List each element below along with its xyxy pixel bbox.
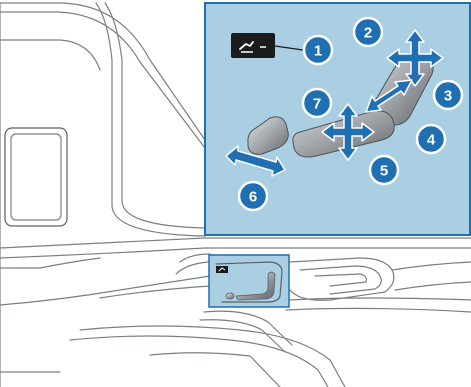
side-mirror (5, 128, 67, 226)
callout-1-label: 1 (314, 43, 322, 60)
callout-1: 1 (304, 36, 332, 64)
callout-4-label: 4 (427, 132, 436, 149)
callout-7: 7 (303, 89, 331, 117)
callout-7-label: 7 (313, 96, 321, 113)
callout-4: 4 (417, 125, 445, 153)
callout-5: 5 (370, 156, 398, 184)
callout-6: 6 (239, 182, 267, 210)
callout-3: 3 (434, 81, 462, 109)
callout-6-label: 6 (249, 189, 257, 206)
memory-button-small (216, 266, 228, 273)
callout-3-label: 3 (444, 88, 452, 105)
callout-5-label: 5 (380, 163, 388, 180)
door-switch-highlight (209, 255, 289, 307)
callout-2: 2 (354, 18, 382, 46)
callout-2-label: 2 (364, 25, 372, 42)
